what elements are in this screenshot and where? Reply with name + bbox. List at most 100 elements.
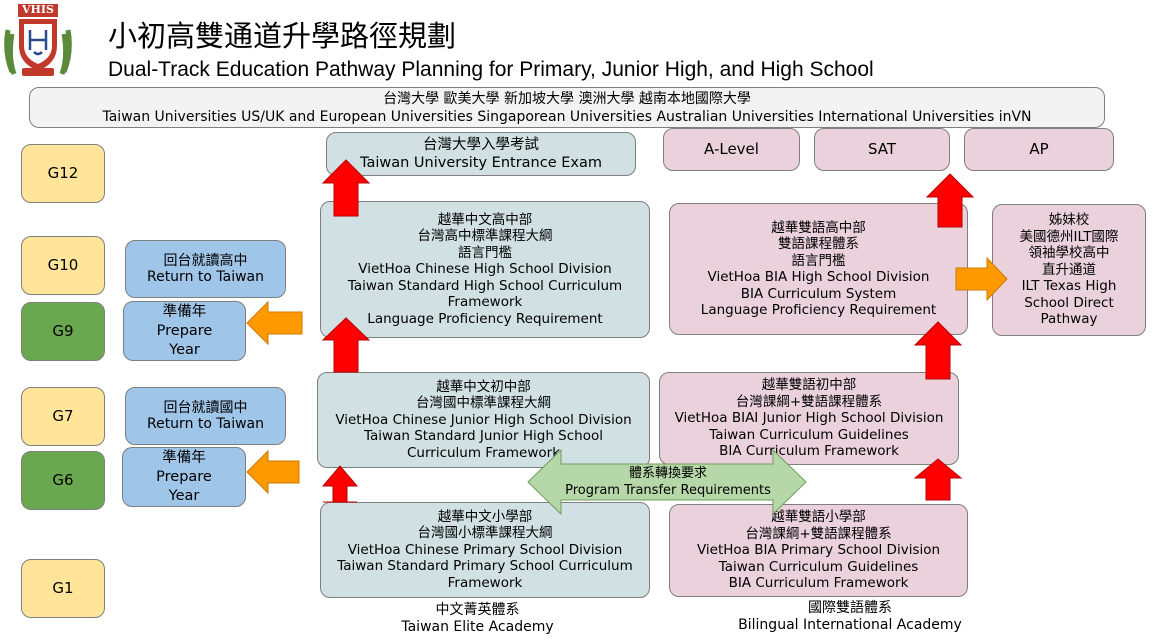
orange-left-arrow-lower xyxy=(246,449,300,495)
bilingual-primary-box: 越華雙語小學部 台灣課綱+雙語課程體系 VietHoa BIA Primary … xyxy=(669,504,968,597)
grade-g10: G10 xyxy=(21,236,105,295)
universities-zh: 台灣大學 歐美大學 新加坡大學 澳洲大學 越南本地國際大學 xyxy=(383,90,751,107)
chinese-junior-l5: Curriculum Framework xyxy=(406,444,561,461)
transfer-en: Program Transfer Requirements xyxy=(565,482,771,498)
bilingual-primary-l4: Taiwan Curriculum Guidelines xyxy=(718,558,919,575)
chinese-high-l7: Language Proficiency Requirement xyxy=(367,310,603,327)
chinese-junior-l3: VietHoa Chinese Junior High School Divis… xyxy=(335,411,632,428)
sister-l7: Pathway xyxy=(1040,311,1098,328)
chinese-track-footer: 中文菁英體系 Taiwan Elite Academy xyxy=(350,602,605,636)
return-high-en: Return to Taiwan xyxy=(146,269,265,285)
bilingual-high-l1: 越華雙語高中部 xyxy=(771,219,866,236)
universities-en: Taiwan Universities US/UK and European U… xyxy=(102,108,1032,125)
red-up-arrow-primary-to-junior-bilingual xyxy=(913,458,963,501)
chinese-high-l1: 越華中文高中部 xyxy=(437,211,533,228)
sister-l2: 美國德州ILT國際 xyxy=(1019,228,1119,245)
red-up-arrow-primary-to-junior-chinese xyxy=(321,465,359,503)
chinese-junior-l2: 台灣國中標準課程大綱 xyxy=(416,395,551,412)
chinese-junior-l4: Taiwan Standard Junior High School xyxy=(364,428,603,445)
bilingual-junior-l3: VietHoa BIAI Junior High School Division xyxy=(674,410,944,427)
chinese-junior-high-box: 越華中文初中部 台灣國中標準課程大綱 VietHoa Chinese Junio… xyxy=(317,372,650,468)
sister-l4: 直升通道 xyxy=(1042,261,1096,278)
bilingual-footer-en: Bilingual International Academy xyxy=(738,617,962,633)
bilingual-footer-zh: 國際雙語體系 xyxy=(808,600,892,616)
transfer-double-arrow xyxy=(527,448,807,516)
universities-banner: 台灣大學 歐美大學 新加坡大學 澳洲大學 越南本地國際大學 Taiwan Uni… xyxy=(29,87,1105,128)
chinese-high-school-box: 越華中文高中部 台灣高中標準課程大綱 語言門檻 VietHoa Chinese … xyxy=(320,201,650,338)
bilingual-high-l3: 語言門檻 xyxy=(791,252,846,269)
return-to-taiwan-high-box: 回台就讀高中 Return to Taiwan xyxy=(125,240,286,298)
bilingual-primary-l1: 越華雙語小學部 xyxy=(771,509,866,526)
transfer-label: 體系轉換要求 Program Transfer Requirements xyxy=(556,466,780,499)
chinese-primary-l3: VietHoa Chinese Primary School Division xyxy=(347,541,623,558)
orange-right-arrow-sister xyxy=(955,256,1008,302)
prepare-lower-en2: Year xyxy=(168,487,200,504)
taiwan-entrance-exam-box: 台灣大學入學考試 Taiwan University Entrance Exam xyxy=(326,132,636,176)
return-to-taiwan-junior-box: 回台就讀國中 Return to Taiwan xyxy=(125,387,286,445)
chinese-primary-l4: Taiwan Standard Primary School Curriculu… xyxy=(337,558,633,575)
chinese-high-l4: VietHoa Chinese High School Division xyxy=(358,261,612,278)
grade-g12: G12 xyxy=(21,144,105,203)
bilingual-junior-high-box: 越華雙語初中部 台灣課綱+雙語課程體系 VietHoa BIAI Junior … xyxy=(659,372,959,465)
taiwan-exam-zh: 台灣大學入學考試 xyxy=(423,137,539,153)
bilingual-primary-l5: BIA Curriculum Framework xyxy=(728,575,909,592)
bilingual-junior-l5: BIA Curriculum Framework xyxy=(719,443,899,460)
chinese-junior-l1: 越華中文初中部 xyxy=(436,378,531,395)
chinese-high-l5: Taiwan Standard High School Curriculum xyxy=(347,277,623,294)
taiwan-exam-en: Taiwan University Entrance Exam xyxy=(360,155,602,171)
page-title-zh: 小初高雙通道升學路徑規劃 xyxy=(108,19,457,53)
sister-l1: 姊妹校 xyxy=(1048,212,1090,229)
bilingual-high-l4: VietHoa BIA High School Division xyxy=(707,269,930,285)
return-high-zh: 回台就讀高中 xyxy=(163,252,248,269)
sister-l3: 領袖學校高中 xyxy=(1028,245,1110,262)
prepare-upper-en2: Year xyxy=(169,341,200,358)
chinese-footer-en: Taiwan Elite Academy xyxy=(401,619,554,635)
chinese-high-l2: 台灣高中標準課程大綱 xyxy=(417,228,553,245)
sat-box: SAT xyxy=(814,128,950,171)
chinese-primary-box: 越華中文小學部 台灣國小標準課程大綱 VietHoa Chinese Prima… xyxy=(320,502,650,598)
bilingual-primary-l3: VietHoa BIA Primary School Division xyxy=(696,542,941,559)
sister-l6: School Direct xyxy=(1024,294,1114,311)
prepare-year-lower-box: 準備年 Prepare Year xyxy=(122,447,246,507)
bilingual-junior-l4: Taiwan Curriculum Guidelines xyxy=(709,426,909,443)
chinese-high-l6: Framework xyxy=(447,294,523,311)
prepare-upper-en1: Prepare xyxy=(156,322,213,339)
page-title-en: Dual-Track Education Pathway Planning fo… xyxy=(108,58,874,81)
sister-school-box: 姊妹校 美國德州ILT國際 領袖學校高中 直升通道 ILT Texas High… xyxy=(992,204,1146,336)
bilingual-high-l5: BIA Curriculum System xyxy=(740,285,897,302)
alevel-box: A-Level xyxy=(663,128,800,171)
chinese-high-l3: 語言門檻 xyxy=(458,244,512,261)
prepare-lower-zh: 準備年 xyxy=(162,449,206,466)
bilingual-junior-l2: 台灣課綱+雙語課程體系 xyxy=(735,393,883,410)
return-junior-zh: 回台就讀國中 xyxy=(163,399,248,416)
logo-text: VHIS xyxy=(21,3,55,16)
bilingual-high-school-box: 越華雙語高中部 雙語課程體系 語言門檻 VietHoa BIA High Sch… xyxy=(669,203,968,335)
sister-l5: ILT Texas High xyxy=(1021,278,1117,295)
red-up-arrow-high-to-exam-chinese xyxy=(321,159,371,217)
red-up-arrow-high-to-sat xyxy=(925,173,975,228)
prepare-lower-en1: Prepare xyxy=(156,468,212,485)
chinese-primary-l2: 台灣國小標準課程大綱 xyxy=(417,525,553,542)
chinese-primary-l1: 越華中文小學部 xyxy=(437,508,533,525)
ap-box: AP xyxy=(964,128,1114,171)
prepare-year-upper-box: 準備年 Prepare Year xyxy=(123,301,246,361)
grade-g7: G7 xyxy=(21,387,105,446)
return-junior-en: Return to Taiwan xyxy=(146,416,265,432)
bilingual-track-footer: 國際雙語體系 Bilingual International Academy xyxy=(715,600,985,634)
grade-g9: G9 xyxy=(21,302,105,361)
school-logo xyxy=(4,4,72,76)
chinese-primary-l5: Framework xyxy=(447,574,523,591)
transfer-zh: 體系轉換要求 xyxy=(628,466,707,481)
bilingual-junior-l1: 越華雙語初中部 xyxy=(761,377,857,394)
chinese-footer-zh: 中文菁英體系 xyxy=(435,602,520,618)
grade-g1: G1 xyxy=(21,559,105,618)
red-up-arrow-junior-to-high-chinese xyxy=(321,317,371,373)
orange-left-arrow-upper xyxy=(246,300,303,346)
prepare-upper-zh: 準備年 xyxy=(162,303,207,320)
red-up-arrow-junior-to-high-bilingual xyxy=(913,321,963,380)
bilingual-high-l6: Language Proficiency Requirement xyxy=(700,302,937,318)
bilingual-primary-l2: 台灣課綱+雙語課程體系 xyxy=(745,525,892,542)
bilingual-high-l2: 雙語課程體系 xyxy=(778,236,859,252)
grade-g6: G6 xyxy=(21,451,105,510)
